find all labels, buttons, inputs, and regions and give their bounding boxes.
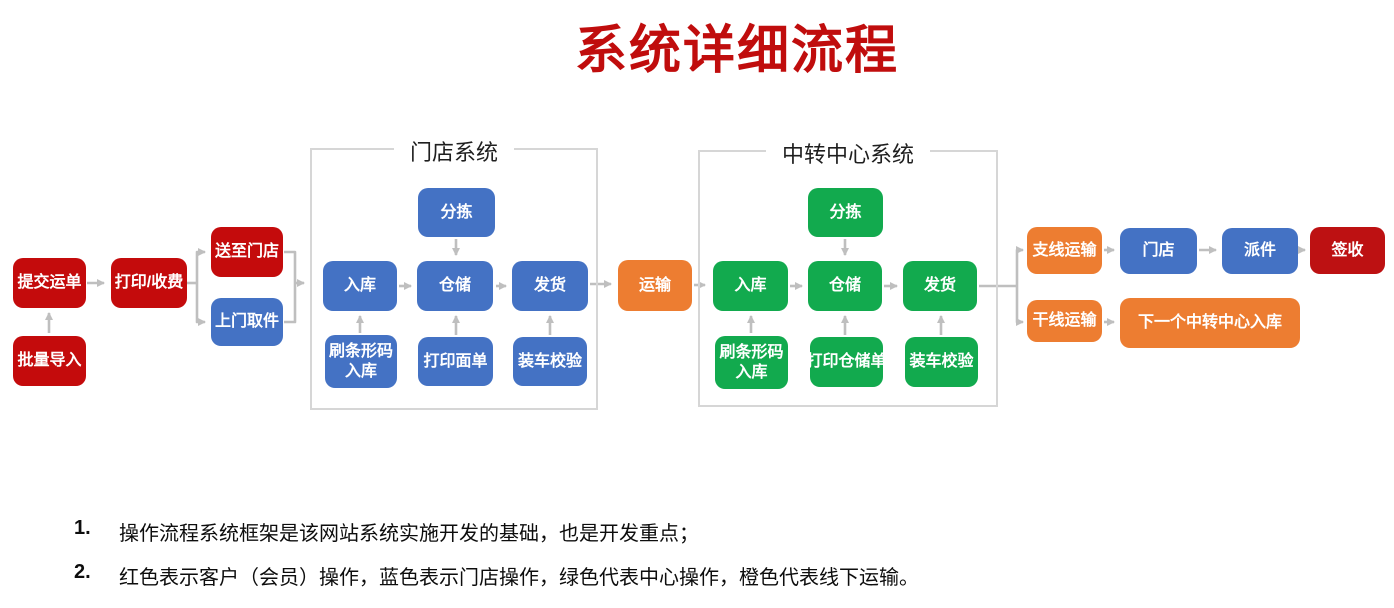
footnote-1-number: 1. — [74, 517, 91, 539]
node-submit-waybill: 提交运单 — [13, 258, 86, 308]
node-deliver-to-store: 送至门店 — [211, 227, 283, 277]
group-transfer-center-system: 中转中心系统 — [698, 137, 998, 407]
footnote-2: 2. 红色表示客户（会员）操作，蓝色表示门店操作，绿色代表中心操作，橙色代表线下… — [74, 561, 919, 590]
node-center-load-check: 装车校验 — [905, 337, 978, 387]
node-batch-import: 批量导入 — [13, 336, 86, 386]
node-store-inbound: 入库 — [323, 261, 397, 311]
node-center-warehouse: 仓储 — [808, 261, 882, 311]
node-center-sorting: 分拣 — [808, 188, 883, 237]
group-transfer-center-system-title: 中转中心系统 — [765, 137, 931, 169]
footnote-2-number: 2. — [74, 561, 91, 583]
node-print-charge: 打印/收费 — [111, 258, 187, 308]
footnote-1-text: 操作流程系统框架是该网站系统实施开发的基础，也是开发重点； — [119, 523, 699, 545]
node-center-print-sheet: 打印仓储单 — [807, 337, 887, 387]
node-store-sorting: 分拣 — [418, 188, 495, 237]
node-trunk-transport: 干线运输 — [1027, 300, 1102, 342]
page-title: 系统详细流程 — [574, 22, 899, 80]
footnotes: 1. 操作流程系统框架是该网站系统实施开发的基础，也是开发重点； 2. 红色表示… — [74, 517, 919, 605]
node-store-warehouse: 仓储 — [417, 261, 493, 311]
node-dispatch: 派件 — [1222, 228, 1298, 274]
group-store-system-title: 门店系统 — [393, 135, 515, 167]
node-store-point: 门店 — [1120, 228, 1197, 274]
node-sign-receive: 签收 — [1310, 227, 1385, 274]
node-branch-transport: 支线运输 — [1027, 227, 1102, 274]
node-center-ship: 发货 — [903, 261, 977, 311]
node-store-load-check: 装车校验 — [513, 337, 587, 386]
node-store-ship: 发货 — [512, 261, 588, 311]
node-transport: 运输 — [618, 260, 692, 311]
node-store-print-sheet: 打印面单 — [418, 337, 493, 386]
node-door-pickup: 上门取件 — [211, 298, 283, 346]
node-next-center-inbound: 下一个中转中心入库 — [1120, 298, 1300, 348]
footnote-2-text: 红色表示客户（会员）操作，蓝色表示门店操作，绿色代表中心操作，橙色代表线下运输。 — [119, 567, 919, 589]
node-store-scan-inbound: 刷条形码入库 — [325, 335, 397, 388]
group-store-system: 门店系统 — [310, 135, 598, 410]
node-center-scan-inbound: 刷条形码入库 — [715, 336, 788, 389]
footnote-1: 1. 操作流程系统框架是该网站系统实施开发的基础，也是开发重点； — [74, 517, 919, 546]
node-center-inbound: 入库 — [713, 261, 788, 311]
